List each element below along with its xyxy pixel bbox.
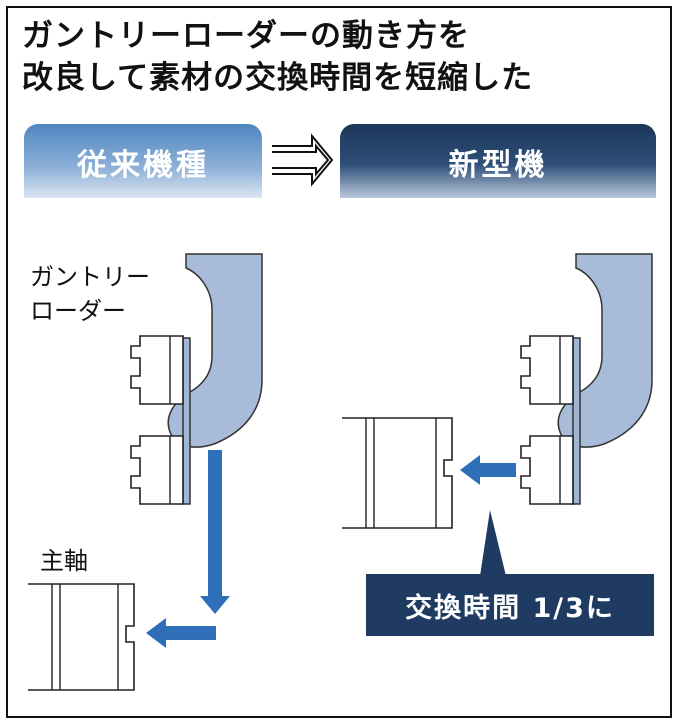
- old-model-label: 従来機種: [77, 148, 209, 183]
- new-gripper-plate: [572, 337, 581, 505]
- new-gantry-loader-arm: [557, 253, 653, 448]
- transition-arrow-icon: [272, 133, 334, 187]
- callout-pointer: [480, 510, 506, 576]
- old-gripper-plate: [182, 337, 191, 505]
- exchange-time-callout: 交換時間 1/3に: [366, 574, 654, 636]
- old-spindle: [28, 583, 135, 691]
- old-left-arrow-icon: [146, 618, 216, 648]
- new-spindle: [342, 417, 453, 529]
- old-model-header: 従来機種: [24, 124, 262, 198]
- spindle-label: 主軸: [40, 547, 88, 575]
- gantry-loader-label-line-1: ガントリー: [30, 263, 150, 291]
- new-workpiece-lower: [520, 435, 574, 505]
- title-line-2: 改良して素材の交換時間を短縮した: [22, 60, 534, 96]
- old-gantry-loader-arm: [167, 253, 263, 448]
- new-workpiece-upper: [520, 335, 574, 405]
- new-left-arrow-icon: [460, 455, 516, 485]
- old-workpiece-upper: [130, 335, 184, 405]
- old-workpiece-lower: [130, 435, 184, 505]
- new-model-label: 新型機: [448, 148, 548, 183]
- old-down-arrow-icon: [200, 450, 230, 614]
- new-model-header: 新型機: [340, 124, 656, 198]
- gantry-loader-label-line-2: ローダー: [30, 297, 126, 325]
- callout-text: 交換時間 1/3に: [405, 592, 615, 624]
- title-line-1: ガントリーローダーの動き方を: [22, 18, 470, 54]
